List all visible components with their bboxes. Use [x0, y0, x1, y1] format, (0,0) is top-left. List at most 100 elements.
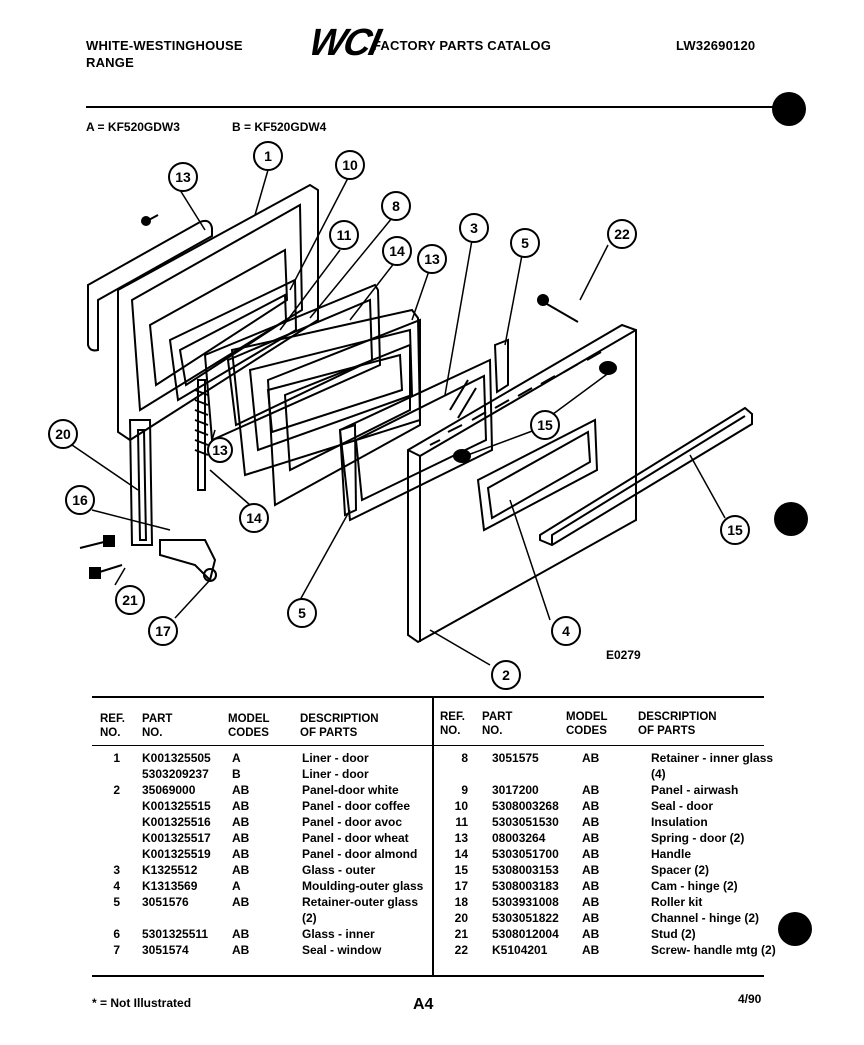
svg-text:2: 2: [502, 667, 510, 683]
callout-10: 13: [168, 162, 198, 192]
brand-name: WHITE-WESTINGHOUSE: [86, 38, 243, 53]
table-cell-desc: Seal - door: [651, 799, 714, 813]
table-cell-desc: Roller kit: [651, 895, 703, 909]
callout-11: 14: [382, 236, 412, 266]
table-cell-desc: Moulding-outer glass: [302, 879, 424, 893]
table-cell-ref: 4: [113, 879, 120, 893]
table-column-divider: [432, 698, 434, 976]
table-cell-code: AB: [582, 799, 600, 813]
table-cell-ref: 5: [113, 895, 120, 909]
product-type: RANGE: [86, 55, 134, 70]
table-cell-part: 3017200: [492, 783, 539, 797]
table-cell-code: AB: [582, 847, 600, 861]
svg-text:14: 14: [246, 510, 262, 526]
table-cell-part: 5308012004: [492, 927, 559, 941]
table-cell-desc: Seal - window: [302, 943, 382, 957]
table-cell-desc: Liner - door: [302, 751, 369, 765]
table-cell-code: AB: [582, 863, 600, 877]
table-cell-ref: 9: [461, 783, 468, 797]
table-cell-code: AB: [232, 863, 250, 877]
table-cell-part: 3051576: [142, 895, 189, 909]
table-cell-desc: Glass - inner: [302, 927, 375, 941]
model-a: A = KF520GDW3: [86, 120, 180, 134]
table-cell-part: 5308003153: [492, 863, 559, 877]
table-cell-ref: 1: [113, 751, 120, 765]
table-cell-part: 5308003183: [492, 879, 559, 893]
table-cell-part: K1325512: [142, 863, 198, 877]
table-cell-code: AB: [582, 831, 600, 845]
callout-9: 13: [417, 244, 447, 274]
callout-5-bottom: 5: [287, 598, 317, 628]
svg-text:11: 11: [337, 227, 352, 243]
table-cell-part: K1313569: [142, 879, 198, 893]
binder-hole: [774, 502, 808, 536]
table-cell-ref: 22: [454, 943, 468, 957]
svg-text:4: 4: [562, 623, 570, 639]
table-cell-code: AB: [582, 895, 600, 909]
table-cell-code: AB: [232, 831, 250, 845]
table-cell-desc: Panel - door avoc: [302, 815, 403, 829]
table-cell-part: 5303051700: [492, 847, 559, 861]
table-cell-code: AB: [582, 879, 600, 893]
table-cell-desc: Spacer (2): [651, 863, 710, 877]
callout-22: 22: [607, 219, 637, 249]
catalog-code: LW32690120: [676, 38, 756, 53]
door-seal-shape: [87, 219, 213, 352]
table-cell-part: K5104201: [492, 943, 548, 957]
table-cell-part: K001325517: [142, 831, 211, 845]
table-cell-ref: 11: [455, 815, 468, 829]
table-cell-part: 5303051822: [492, 911, 559, 925]
callout-20: 20: [48, 419, 78, 449]
table-cell-ref: 17: [454, 879, 468, 893]
table-cell-ref: 20: [454, 911, 468, 925]
table-cell-code: A: [232, 879, 241, 893]
table-cell-desc: Liner - door: [302, 767, 369, 781]
svg-text:8: 8: [392, 198, 400, 214]
callout-3: 3: [459, 213, 489, 243]
table-cell-code: AB: [582, 815, 600, 829]
svg-text:15: 15: [537, 417, 553, 433]
svg-text:10: 10: [342, 157, 358, 173]
svg-text:13: 13: [424, 251, 440, 267]
table-cell-part: 3051574: [142, 943, 189, 957]
table-cell-desc: Stud (2): [651, 927, 696, 941]
model-b: B = KF520GDW4: [232, 120, 327, 134]
table-cell-ref: 10: [454, 799, 468, 813]
table-cell-part: K001325505: [142, 751, 211, 765]
header-rule: [86, 106, 774, 108]
table-bottom-rule: [92, 975, 764, 977]
table-cell-code: AB: [232, 927, 250, 941]
svg-text:13: 13: [212, 442, 228, 458]
callout-17: 17: [148, 616, 178, 646]
callout-4: 4: [551, 616, 581, 646]
table-cell-desc: Insulation: [651, 815, 708, 829]
svg-text:5: 5: [298, 605, 306, 621]
table-cell-code: A: [232, 751, 241, 765]
table-cell-desc: Cam - hinge (2): [651, 879, 738, 893]
table-cell-code: AB: [232, 943, 250, 957]
table-cell-part: K001325519: [142, 847, 211, 861]
table-cell-code: AB: [582, 943, 600, 957]
callout-13: 14: [239, 503, 269, 533]
table-cell-code: AB: [232, 847, 250, 861]
table-cell-ref: 7: [113, 943, 120, 957]
svg-text:15: 15: [727, 522, 743, 538]
callout-14: 15: [720, 515, 750, 545]
callout-16: 16: [65, 485, 95, 515]
table-cell-desc: Retainer-outer glass: [302, 895, 419, 909]
callout-15: 15: [530, 410, 560, 440]
svg-text:14: 14: [389, 243, 405, 259]
callout-21: 21: [115, 585, 145, 615]
svg-text:16: 16: [72, 492, 88, 508]
table-cell-desc: Panel-door white: [302, 783, 399, 797]
svg-text:22: 22: [614, 226, 630, 242]
table-cell-desc: Retainer - inner glass: [651, 751, 774, 765]
binder-hole: [778, 912, 812, 946]
svg-text:17: 17: [155, 623, 171, 639]
svg-text:20: 20: [55, 426, 71, 442]
page-number: A4: [413, 996, 434, 1013]
table-cell-desc: Handle: [651, 847, 692, 861]
callout-1: 1: [253, 141, 283, 171]
